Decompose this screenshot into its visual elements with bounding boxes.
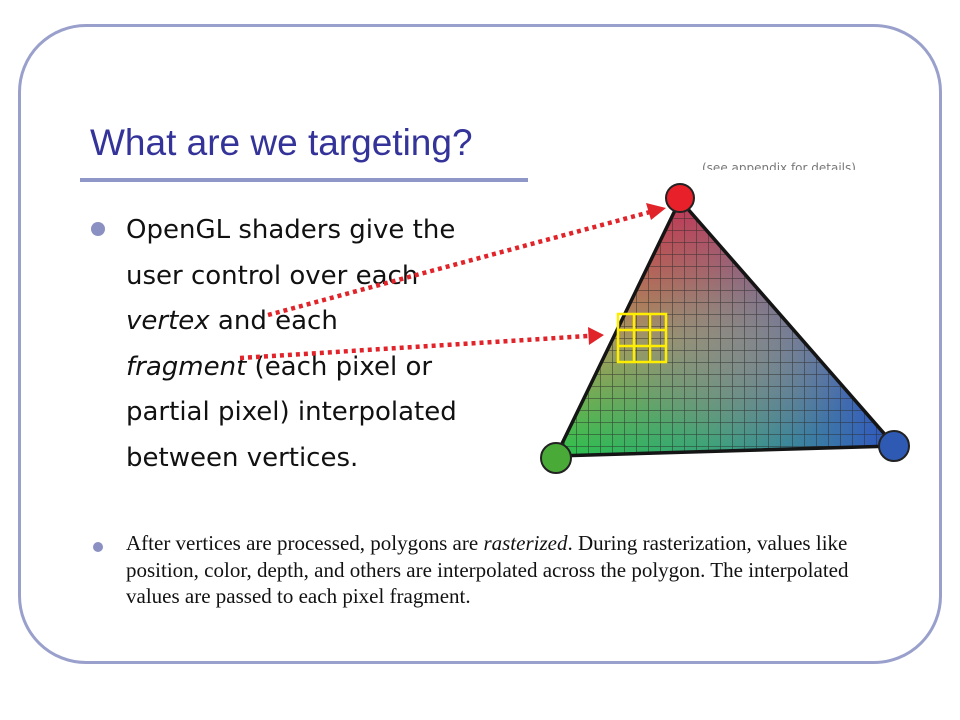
- slide-title: What are we targeting?: [90, 122, 473, 163]
- color-triangle: [554, 198, 897, 458]
- bullet2-text-a: After vertices are processed, polygons a…: [126, 531, 484, 555]
- vertex-arrow: [267, 203, 666, 318]
- vertex-right-blue-icon: [878, 430, 910, 462]
- appendix-note: (see appendix for details): [702, 161, 856, 170]
- fragment-highlight-grid: [616, 312, 668, 364]
- title-underline: [80, 178, 528, 182]
- bullet1-text-c: (each pixel or partial pixel) interpolat…: [126, 351, 457, 473]
- rasterized-term: rasterized: [483, 531, 568, 555]
- vertex-term: vertex: [126, 306, 210, 336]
- fragment-term: fragment: [126, 351, 247, 382]
- bullet-icon: [93, 542, 103, 552]
- bullet2-text-b: . During rasterization, values like posi…: [126, 531, 849, 608]
- slide-frame: [18, 24, 942, 664]
- bullet-text-rasterization: After vertices are processed, polygons a…: [126, 530, 866, 610]
- bullet-icon: [91, 222, 105, 236]
- vertex-top-red-icon: [665, 183, 695, 213]
- fragment-arrow: [239, 327, 604, 361]
- vertex-left-green-icon: [540, 442, 572, 474]
